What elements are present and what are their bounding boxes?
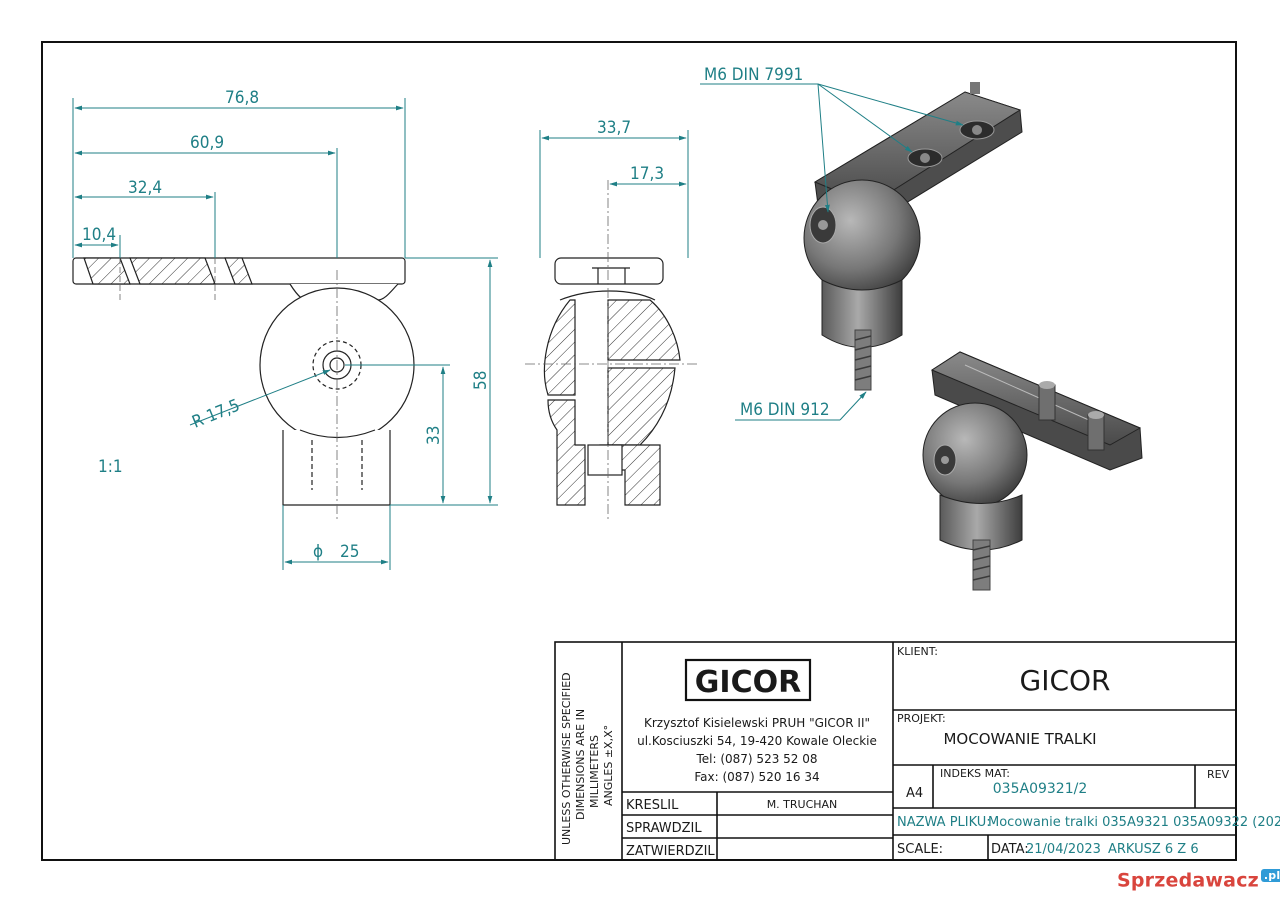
dim-diameter-symbol: ϕ (313, 542, 323, 562)
data-label: DATA: (991, 842, 1029, 857)
indeks-label: INDEKS MAT: (940, 767, 1010, 780)
dim-60-9: 60,9 (190, 133, 224, 153)
indeks-value: 035A09321/2 (993, 781, 1087, 797)
dim-radius: R 17,5 (189, 396, 242, 433)
nazwa-label: NAZWA PLIKU: (897, 815, 991, 830)
iso-view-top (803, 82, 1023, 391)
callout-m6-din-912: M6 DIN 912 (740, 400, 830, 420)
watermark-sprzedawacz: Sprzedawacz.pl (1117, 869, 1280, 891)
company-line-3: Tel: (087) 523 52 08 (695, 752, 817, 766)
klient-value: GICOR (1020, 664, 1111, 697)
dim-10-4: 10,4 (82, 225, 116, 245)
rev-label: REV (1207, 768, 1230, 781)
arkusz-value: ARKUSZ 6 Z 6 (1108, 842, 1199, 857)
sprawdzil-label: SPRAWDZIL (626, 821, 702, 836)
dim-32-4: 32,4 (128, 178, 162, 198)
klient-label: KLIENT: (897, 645, 938, 658)
watermark-badge: .pl (1260, 869, 1280, 882)
projekt-value: MOCOWANIE TRALKI (943, 730, 1096, 748)
iso-view-bottom (922, 351, 1143, 591)
svg-text:DIMENSIONS ARE IN: DIMENSIONS ARE IN (574, 709, 587, 820)
dim-17-3: 17,3 (630, 164, 664, 184)
callout-m6-din-7991: M6 DIN 7991 (704, 65, 803, 85)
front-view-dimensions (72, 98, 498, 570)
kreslil-label: KRESLIL (626, 798, 679, 813)
kreslil-value: M. TRUCHAN (767, 798, 838, 811)
nazwa-value: Mocowanie tralki 035A9321 035A09322 (202… (988, 815, 1280, 830)
company-line-2: ul.Kosciuszki 54, 19-420 Kowale Oleckie (637, 734, 877, 748)
dim-height-33: 33 (424, 426, 444, 445)
projekt-label: PROJEKT: (897, 712, 946, 725)
svg-text:MILLIMETERS: MILLIMETERS (588, 735, 601, 808)
company-line-4: Fax: (087) 520 16 34 (694, 770, 819, 784)
front-view (72, 240, 415, 520)
dim-76-8: 76,8 (225, 88, 259, 108)
dim-diameter-value: 25 (340, 542, 359, 562)
svg-text:ANGLES ±X,X°: ANGLES ±X,X° (602, 725, 615, 806)
dim-33-7: 33,7 (597, 118, 631, 138)
svg-text:UNLESS OTHERWISE SPECIFIED: UNLESS OTHERWISE SPECIFIED (560, 672, 573, 845)
side-note: UNLESS OTHERWISE SPECIFIED DIMENSIONS AR… (560, 672, 615, 845)
watermark-text: Sprzedawacz (1117, 869, 1259, 892)
zatwierdzil-label: ZATWIERDZIL (626, 844, 715, 859)
data-value: 21/04/2023 (1026, 842, 1101, 857)
dim-height-58: 58 (471, 371, 491, 390)
title-block (554, 641, 1237, 861)
scale-title-label: SCALE: (897, 842, 943, 857)
side-section-view (525, 180, 700, 520)
company-line-1: Krzysztof Kisielewski PRUH "GICOR II" (644, 716, 870, 730)
scale-label: 1:1 (98, 457, 123, 477)
logo-gicor: GICOR (695, 665, 801, 700)
format-a4: A4 (906, 786, 923, 801)
side-view-dimensions (539, 130, 689, 258)
callout-leaders (700, 83, 964, 421)
